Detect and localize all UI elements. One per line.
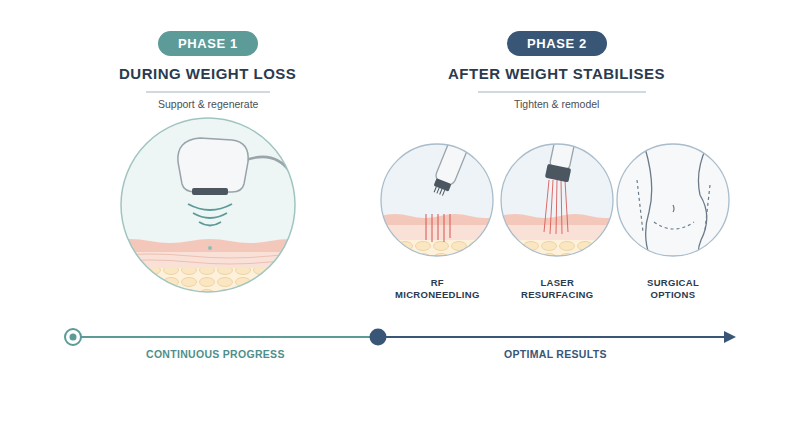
treatment-label: RF MICRONEEDLING [395,277,480,301]
timeline [65,329,736,346]
divider-line [146,92,270,93]
phase-subtitle: Support & regenerate [158,98,258,111]
phase-pill: PHASE 2 [507,31,607,56]
phase-heading: DURING WEIGHT LOSS [119,65,296,84]
laser-resurfacing-illustration [500,136,620,260]
phase-subtitle: Tighten & remodel [514,98,599,111]
phase-label: PHASE 2 [527,36,587,51]
timeline-label: CONTINUOUS PROGRESS [146,348,285,361]
treatment-label: SURGICAL OPTIONS [647,277,699,301]
phase-label: PHASE 1 [178,36,238,51]
divider-line [478,92,646,93]
phase-pill: PHASE 1 [158,31,258,56]
phase-heading: AFTER WEIGHT STABILISES [448,65,665,84]
treatment-label: LASER RESURFACING [521,277,593,301]
timeline-label: OPTIMAL RESULTS [504,348,607,361]
rf-microneedling-illustration [380,127,500,260]
surgical-illustration [615,142,735,262]
ultrasound-illustration [110,110,330,310]
